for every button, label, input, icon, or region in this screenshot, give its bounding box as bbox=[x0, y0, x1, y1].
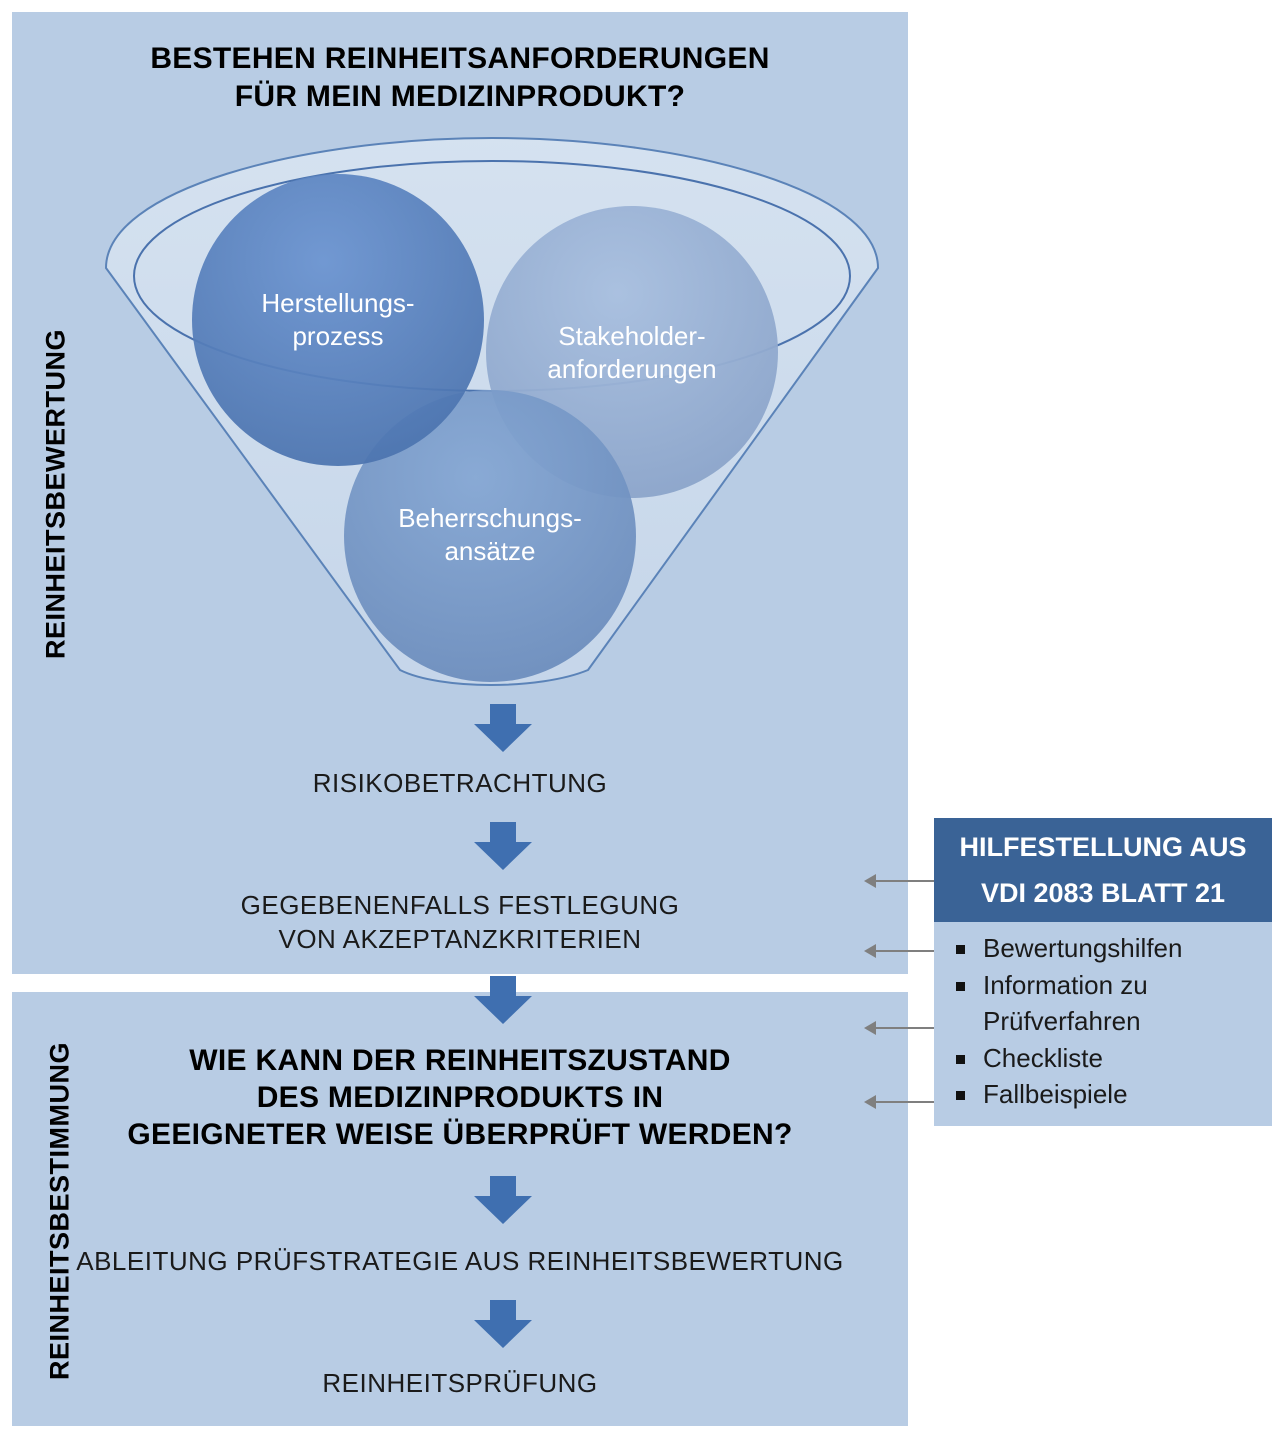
risk-assessment-step: RISIKOBETRACHTUNG bbox=[312, 768, 608, 798]
down-arrow-icon bbox=[474, 976, 532, 1024]
determination-title: WIE KANN DER REINHEITSZUSTAND DES MEDIZI… bbox=[12, 1042, 908, 1153]
control-label-line1: Beherrschungs- bbox=[398, 503, 582, 533]
determination-title-line3: GEEIGNETER WEISE ÜBERPRÜFT WERDEN? bbox=[127, 1118, 793, 1151]
help-list-item: Bewertungshilfen bbox=[956, 930, 1182, 967]
evaluation-title-line1: BESTEHEN REINHEITSANFORDERUNGEN bbox=[150, 42, 770, 75]
connector-arrow bbox=[864, 874, 934, 888]
down-arrow-icon bbox=[474, 1176, 532, 1224]
help-header: HILFESTELLUNG AUS VDI 2083 BLATT 21 bbox=[934, 818, 1272, 922]
test-strategy-step: ABLEITUNG PRÜFSTRATEGIE AUS REINHEITSBEW… bbox=[76, 1246, 844, 1276]
help-list-item: Fallbeispiele bbox=[956, 1076, 1182, 1113]
help-header-line2: VDI 2083 BLATT 21 bbox=[980, 878, 1226, 908]
purity-test-step: REINHEITSPRÜFUNG bbox=[322, 1368, 598, 1398]
connector-arrow bbox=[864, 1095, 934, 1109]
acceptance-criteria-step: GEGEBENENFALLS FESTLEGUNG VON AKZEPTANZK… bbox=[12, 888, 908, 956]
down-arrow-icon bbox=[474, 1300, 532, 1348]
help-list-item: Checkliste bbox=[956, 1040, 1182, 1077]
determination-title-line2: DES MEDIZINPRODUKTS IN bbox=[256, 1081, 664, 1114]
down-arrow-icon bbox=[474, 704, 532, 752]
control-label-line2: ansätze bbox=[444, 536, 535, 566]
manufacturing-circle bbox=[192, 174, 484, 466]
help-list-item-line2: Prüfverfahren bbox=[983, 1006, 1141, 1036]
control-approach-circle bbox=[344, 390, 636, 682]
manufacturing-label-line2: prozess bbox=[292, 321, 383, 351]
connector-arrow bbox=[864, 1021, 934, 1035]
stakeholder-label-line2: anforderungen bbox=[547, 354, 716, 384]
down-arrow-icon bbox=[474, 822, 532, 870]
manufacturing-label-line1: Herstellungs- bbox=[261, 288, 414, 318]
evaluation-title-line2: FÜR MEIN MEDIZINPRODUKT? bbox=[234, 80, 686, 113]
help-list-item: Information zu Prüfverfahren bbox=[956, 967, 1182, 1040]
acceptance-criteria-line1: GEGEBENENFALLS FESTLEGUNG bbox=[240, 890, 680, 920]
evaluation-title: BESTEHEN REINHEITSANFORDERUNGEN FÜR MEIN… bbox=[12, 40, 908, 116]
help-list-item-line1: Information zu bbox=[983, 969, 1148, 1000]
determination-panel bbox=[12, 992, 908, 1426]
acceptance-criteria-line2: VON AKZEPTANZKRITERIEN bbox=[278, 924, 642, 954]
help-header-line1: HILFESTELLUNG AUS bbox=[959, 832, 1247, 862]
connector-arrow bbox=[864, 944, 934, 958]
help-list: Bewertungshilfen Information zu Prüfverfa… bbox=[956, 930, 1182, 1113]
stakeholder-label-line1: Stakeholder- bbox=[558, 321, 705, 351]
determination-title-line1: WIE KANN DER REINHEITSZUSTAND bbox=[189, 1044, 731, 1077]
